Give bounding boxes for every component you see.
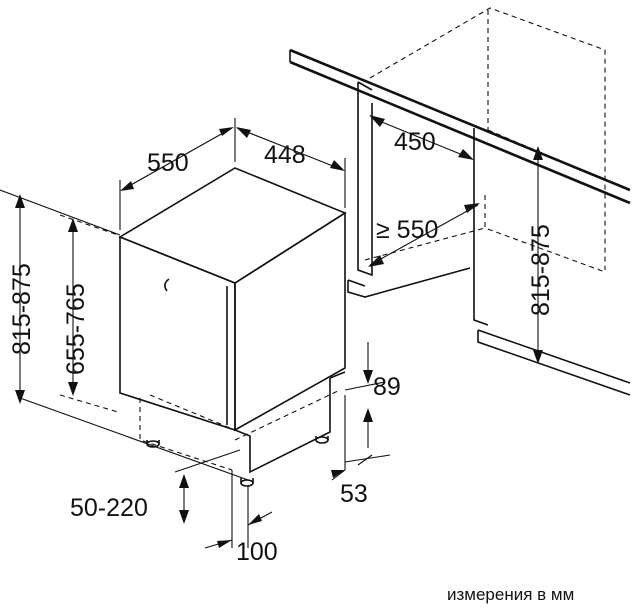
label-448: 448 xyxy=(264,141,306,169)
label-50-220: 50-220 xyxy=(70,494,148,522)
label-100: 100 xyxy=(236,538,278,566)
label-815-875-right: 815-875 xyxy=(527,224,555,316)
installation-niche xyxy=(289,7,631,396)
label-655-765: 655-765 xyxy=(62,283,90,375)
label-min-550: ≥ 550 xyxy=(376,216,438,244)
label-550: 550 xyxy=(147,149,189,177)
label-450: 450 xyxy=(394,128,436,156)
dishwasher-body xyxy=(118,167,347,487)
dimension-labels: 550 448 450 ≥ 550 815-875 655-765 815-87… xyxy=(8,128,555,566)
label-815-875-left: 815-875 xyxy=(8,263,36,355)
units-note: измерения в мм xyxy=(447,585,574,604)
label-89: 89 xyxy=(373,373,401,401)
dimension-lines xyxy=(0,118,391,549)
label-53: 53 xyxy=(340,480,368,508)
